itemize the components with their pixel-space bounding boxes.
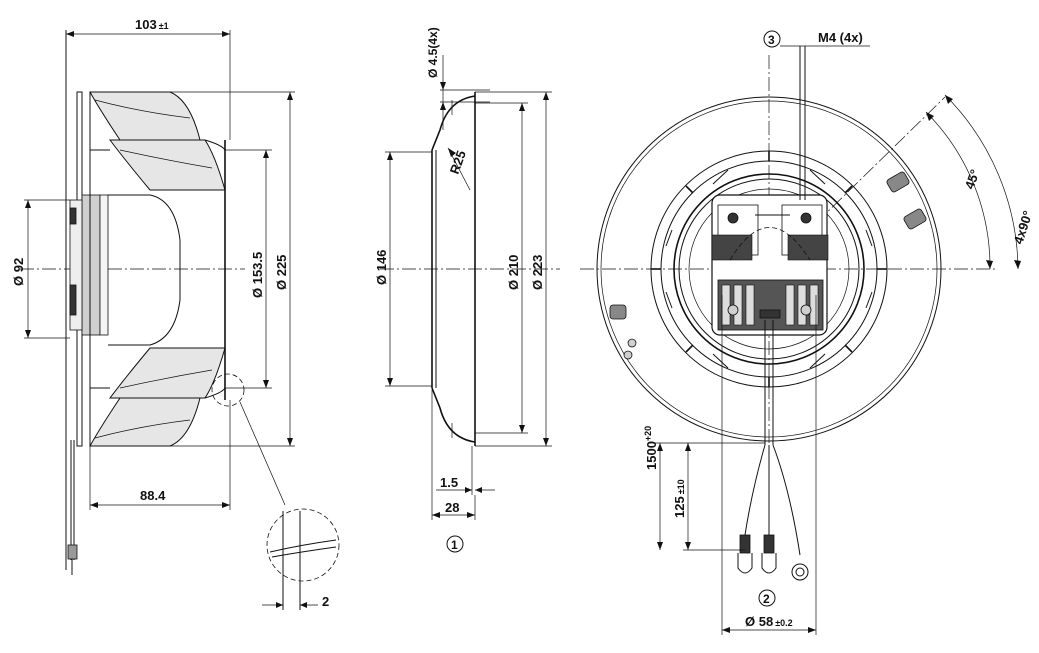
- inner-dia-label: Ø 146: [374, 250, 389, 285]
- cable-bundle: [737, 320, 809, 581]
- callout-3: 3: [768, 33, 775, 47]
- depth-dim-label: 88.4: [140, 488, 166, 503]
- strip-length-label: 125±10: [672, 479, 687, 518]
- outer-dia-label: Ø 225: [274, 255, 289, 290]
- width-dim-label: 103±1: [135, 17, 169, 32]
- cable-length-label: 1500+20: [643, 426, 659, 470]
- dia-223-label: Ø 223: [530, 255, 545, 290]
- height-label: 28: [445, 500, 459, 515]
- motor-electronics: [711, 194, 829, 336]
- logo-marks: [609, 171, 927, 360]
- hole-dia-label: Ø 4.5(4x): [426, 27, 440, 78]
- thickness-label: 1.5: [440, 475, 458, 490]
- front-view: 3 M4 (4x) 45° 4x90° 1500+20: [580, 30, 1035, 635]
- thread-label: M4 (4x): [818, 30, 863, 45]
- detail-view: 2: [262, 508, 340, 610]
- dia-210-label: Ø 210: [506, 255, 521, 290]
- hub-dia-label: Ø 92: [11, 258, 26, 286]
- side-view: 103±1 Ø 92 Ø 153.5 Ø 225 88.4: [11, 17, 340, 610]
- detail-dim-label: 2: [322, 594, 329, 609]
- callout-2: 2: [763, 592, 770, 606]
- bolt-circle-label: Ø 58±0.2: [745, 614, 793, 629]
- motor-body: [81, 194, 101, 336]
- inlet-dia-label: Ø 153.5: [250, 252, 265, 298]
- angle-4x90-label: 4x90°: [1011, 209, 1036, 246]
- outer-shroud: [596, 96, 942, 442]
- angle-45-label: 45°: [962, 167, 983, 191]
- inlet-ring-view: Ø 4.5(4x) R25 Ø 146 Ø 210 Ø 223 1.5: [374, 27, 560, 553]
- callout-1: 1: [451, 538, 458, 552]
